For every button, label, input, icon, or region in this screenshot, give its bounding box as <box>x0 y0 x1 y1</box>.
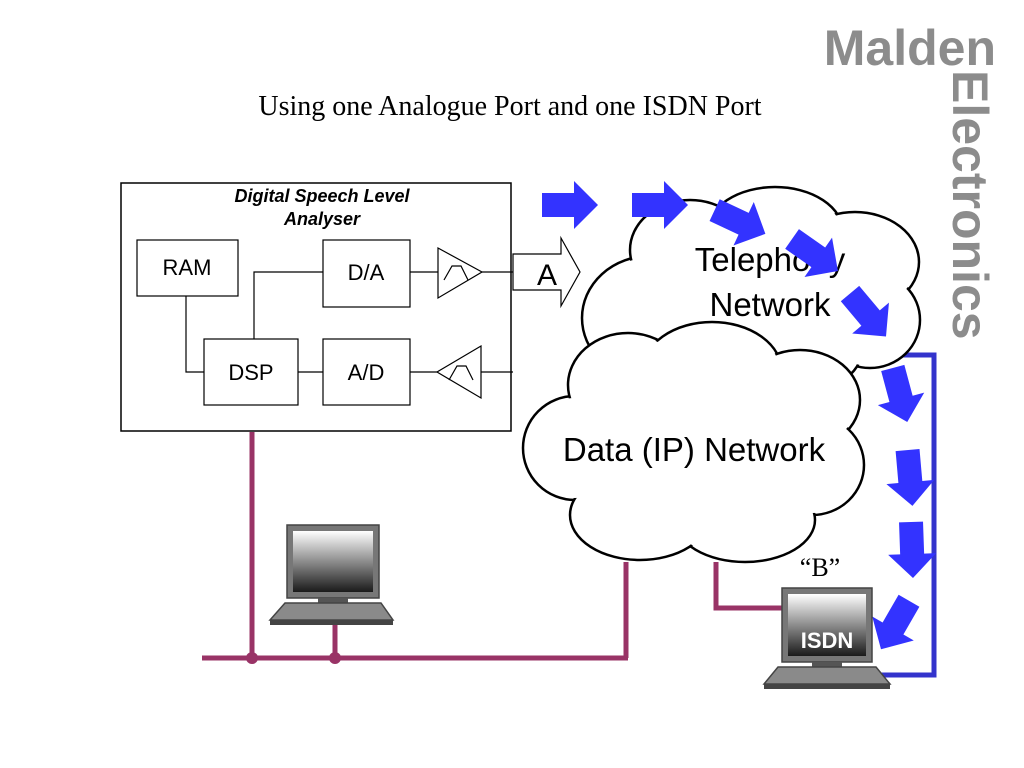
lowpass-filter-icon <box>437 246 484 300</box>
da-label: D/A <box>348 260 385 285</box>
ram-block <box>136 239 239 297</box>
isdn-device-label: ISDN <box>801 628 854 653</box>
port-a-label: A <box>537 259 557 292</box>
isdn-line <box>875 352 937 678</box>
analyser-title-line2: Analyser <box>283 209 361 229</box>
lan-junction-2 <box>329 652 341 664</box>
pc-terminal-icon <box>268 524 395 625</box>
flow-arrow-icon <box>877 364 925 423</box>
slide-title: Using one Analogue Port and one ISDN Por… <box>258 91 761 122</box>
ad-label: A/D <box>348 360 385 385</box>
analyser-wiring <box>185 271 513 373</box>
data-network-label: Data (IP) Network <box>563 431 826 468</box>
dsp-block <box>203 338 299 406</box>
ram-label: RAM <box>163 255 212 280</box>
flow-arrow-icon <box>709 199 766 246</box>
dsp-label: DSP <box>228 360 273 385</box>
da-block <box>322 239 411 308</box>
port-a-arrow: A <box>512 235 581 309</box>
telephony-label-line2: Network <box>709 286 831 323</box>
dsp-da-wire <box>253 271 323 339</box>
flow-arrow-icon <box>840 285 889 337</box>
flow-arrow-icon <box>872 594 920 650</box>
ram-dsp-wire <box>185 296 204 373</box>
lan-drop-isdn <box>713 562 790 611</box>
flow-arrow-icon <box>888 521 937 578</box>
lowpass-filter-icon <box>435 344 482 400</box>
brand-malden: Malden <box>824 20 996 76</box>
flow-arrow-icon <box>632 181 688 229</box>
flow-arrows <box>542 181 937 650</box>
data-ip-network-cloud <box>521 320 866 564</box>
terminal-b-label: “B” <box>800 553 840 582</box>
ad-block <box>322 338 411 406</box>
isdn-terminal-icon: ISDN <box>762 587 892 689</box>
lan-junction-1 <box>246 652 258 664</box>
speech-level-analyser: Digital Speech Level Analyser RAM DSP D/… <box>120 182 513 432</box>
flow-arrow-icon <box>785 229 838 277</box>
flow-arrow-icon <box>542 181 598 229</box>
analyser-title-line1: Digital Speech Level <box>234 186 410 206</box>
brand-electronics: Electronics <box>942 70 998 340</box>
flow-arrow-icon <box>886 449 935 506</box>
